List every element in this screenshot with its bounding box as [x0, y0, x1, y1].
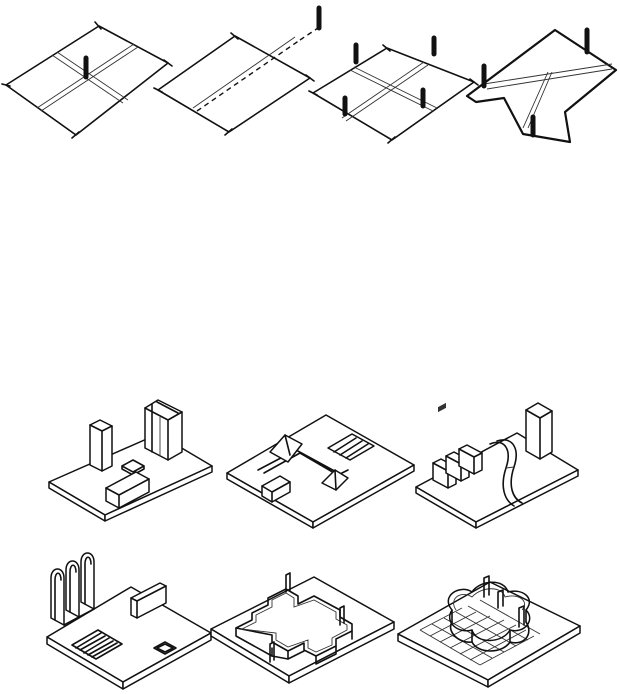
model-curved-wall-fins	[415, 402, 579, 529]
model-lobed-enclosure-paving	[397, 402, 581, 688]
model-arched-walls-stairs	[46, 552, 212, 690]
plan-centre-axes-post	[1, 21, 173, 139]
plan-grid-four-posts	[308, 35, 479, 144]
plan-axis-distant-post	[153, 5, 322, 136]
model-freestanding-blocks	[48, 399, 213, 522]
model-stepped-wall-enclosure	[210, 572, 395, 684]
plan-irregular-posts	[465, 27, 618, 144]
model-pavilion-forms	[226, 414, 415, 529]
